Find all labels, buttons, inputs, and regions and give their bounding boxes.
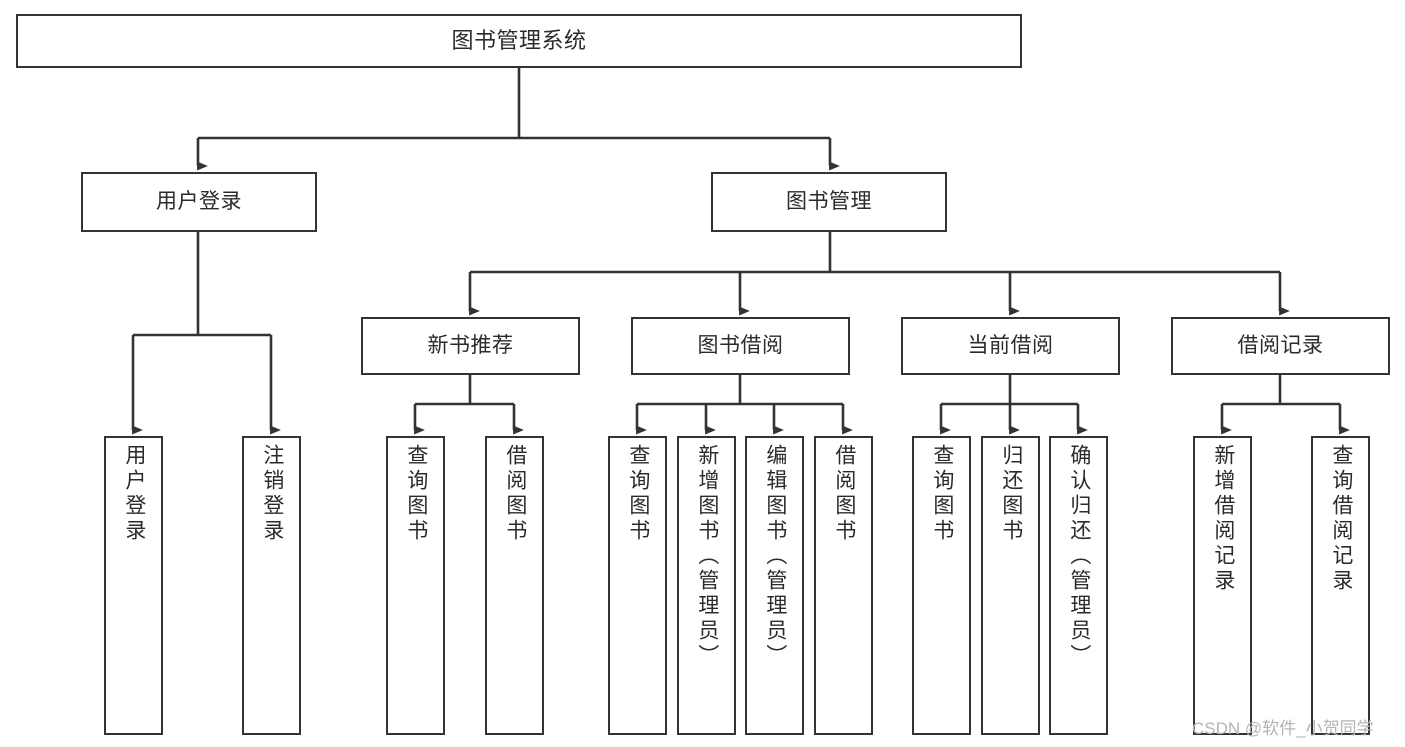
leaf-return-book-label: 归还图书	[999, 444, 1023, 544]
node-book-management[interactable]: 图书管理	[711, 172, 947, 232]
leaf-query-book-borrow-label: 查询图书	[626, 444, 650, 544]
node-new-book-recommend-label: 新书推荐	[427, 333, 514, 357]
leaf-borrow-book-recommend[interactable]: 借阅图书	[485, 436, 544, 735]
node-book-borrow-label: 图书借阅	[697, 333, 784, 357]
leaf-confirm-return-admin[interactable]: 确认归还（管理员）	[1049, 436, 1108, 735]
leaf-edit-book-admin-label: 编辑图书（管理员）	[763, 444, 787, 669]
node-book-borrow[interactable]: 图书借阅	[631, 317, 850, 375]
leaf-query-borrow-record[interactable]: 查询借阅记录	[1311, 436, 1370, 735]
leaf-confirm-return-admin-label: 确认归还（管理员）	[1067, 444, 1091, 669]
leaf-borrow-book[interactable]: 借阅图书	[814, 436, 873, 735]
leaf-add-book-admin-label: 新增图书（管理员）	[695, 444, 719, 669]
leaf-logout[interactable]: 注销登录	[242, 436, 301, 735]
leaf-return-book[interactable]: 归还图书	[981, 436, 1040, 735]
leaf-query-book-current-label: 查询图书	[930, 444, 954, 544]
node-root-label: 图书管理系统	[451, 28, 587, 54]
node-borrow-records-label: 借阅记录	[1237, 333, 1324, 357]
leaf-logout-label: 注销登录	[260, 444, 284, 544]
node-user-login-label: 用户登录	[156, 189, 242, 213]
node-borrow-records[interactable]: 借阅记录	[1171, 317, 1390, 375]
node-current-borrow-label: 当前借阅	[967, 333, 1054, 357]
node-book-management-label: 图书管理	[786, 189, 872, 213]
node-root[interactable]: 图书管理系统	[16, 14, 1022, 68]
leaf-query-book-recommend-label: 查询图书	[404, 444, 428, 544]
leaf-user-login[interactable]: 用户登录	[104, 436, 163, 735]
leaf-add-book-admin[interactable]: 新增图书（管理员）	[677, 436, 736, 735]
leaf-user-login-label: 用户登录	[122, 444, 146, 544]
leaf-query-borrow-record-label: 查询借阅记录	[1329, 444, 1353, 594]
leaf-borrow-book-label: 借阅图书	[832, 444, 856, 544]
leaf-add-borrow-record-label: 新增借阅记录	[1211, 444, 1235, 594]
leaf-edit-book-admin[interactable]: 编辑图书（管理员）	[745, 436, 804, 735]
node-current-borrow[interactable]: 当前借阅	[901, 317, 1120, 375]
leaf-query-book-recommend[interactable]: 查询图书	[386, 436, 445, 735]
node-user-login[interactable]: 用户登录	[81, 172, 317, 232]
node-new-book-recommend[interactable]: 新书推荐	[361, 317, 580, 375]
csdn-watermark: CSDN @软件_小贺同学	[1192, 719, 1374, 738]
leaf-query-book-borrow[interactable]: 查询图书	[608, 436, 667, 735]
leaf-add-borrow-record[interactable]: 新增借阅记录	[1193, 436, 1252, 735]
leaf-query-book-current[interactable]: 查询图书	[912, 436, 971, 735]
leaf-borrow-book-recommend-label: 借阅图书	[503, 444, 527, 544]
